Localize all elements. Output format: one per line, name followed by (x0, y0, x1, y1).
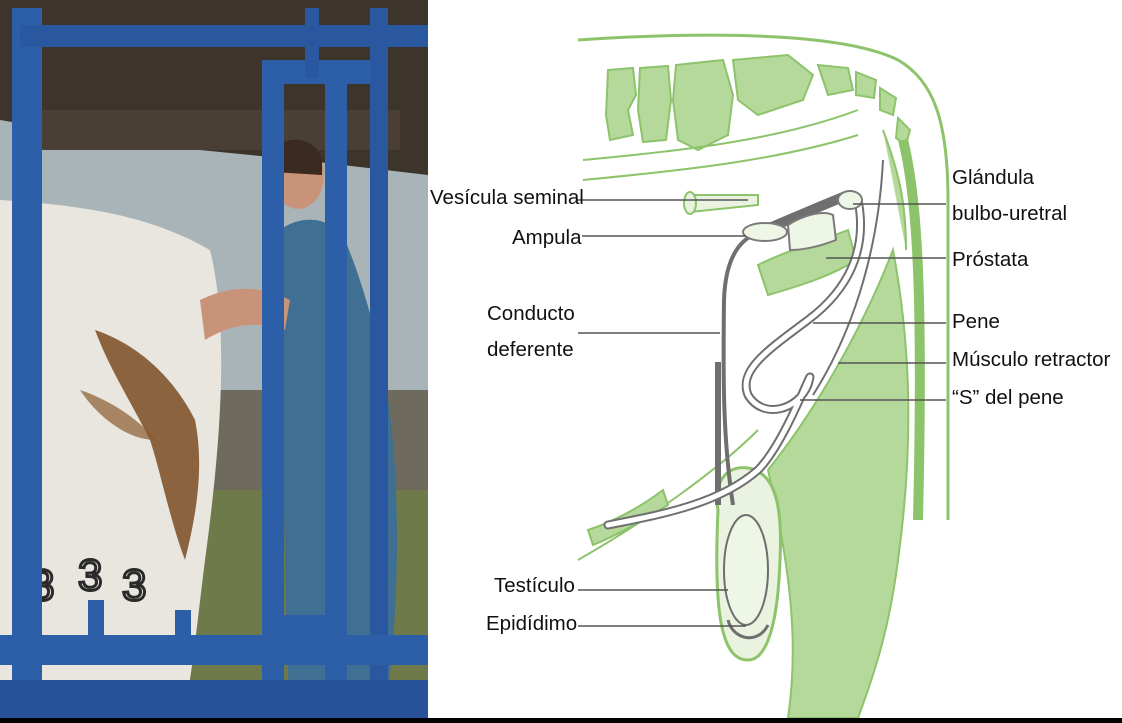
cow-number-digit-3: 3 (122, 561, 146, 610)
vertebra-7 (880, 88, 896, 115)
label-pene: Pene (952, 310, 1000, 333)
vertebra-1 (606, 68, 636, 140)
vertebra-3 (673, 60, 733, 150)
chute-post-left (12, 8, 42, 718)
chute-base (0, 680, 428, 718)
vertebra-6 (856, 72, 876, 98)
seminal-vesicle-duct (688, 195, 758, 212)
chute-handle (265, 615, 335, 637)
ampulla (743, 223, 787, 241)
label-s-del-pene: “S” del pene (952, 386, 1064, 409)
chute-stub-1 (88, 600, 104, 650)
label-deferente: deferente (487, 338, 574, 361)
vertebra-4 (733, 55, 813, 115)
label-bulbo-uretral: bulbo-uretral (952, 202, 1067, 225)
chute-bar-3 (370, 8, 388, 718)
label-epididimo: Epidídimo (486, 612, 577, 635)
bull-in-chute-photo: 8 3 3 (0, 0, 428, 718)
bulbourethral-gland (838, 191, 862, 209)
label-ampula: Ampula (512, 226, 582, 249)
cow-number-digit-2: 3 (78, 551, 102, 600)
photo-illustration: 8 3 3 (0, 0, 428, 718)
chute-stub-2 (175, 610, 191, 650)
hind-leg (768, 250, 908, 718)
label-testiculo: Testículo (494, 574, 575, 597)
diagram-svg: Vesícula seminal Ampula Conducto deferen… (428, 0, 1122, 718)
vertebra-2 (638, 66, 671, 142)
vertebra-5 (818, 65, 853, 95)
label-musculo-retractor: Músculo retractor (952, 348, 1111, 371)
pelvic-contour-2 (583, 135, 858, 180)
vertebrae (606, 55, 910, 150)
testis (724, 515, 768, 625)
label-vesicula-seminal: Vesícula seminal (430, 186, 584, 209)
bull-reproductive-anatomy-diagram: Vesícula seminal Ampula Conducto deferen… (428, 0, 1122, 718)
chute-upper-rail (20, 25, 428, 47)
label-prostata: Próstata (952, 248, 1029, 271)
label-glandula: Glándula (952, 166, 1035, 189)
seminal-vesicle-end (684, 192, 696, 214)
chute-lower-rail (0, 635, 428, 665)
label-conducto: Conducto (487, 302, 575, 325)
